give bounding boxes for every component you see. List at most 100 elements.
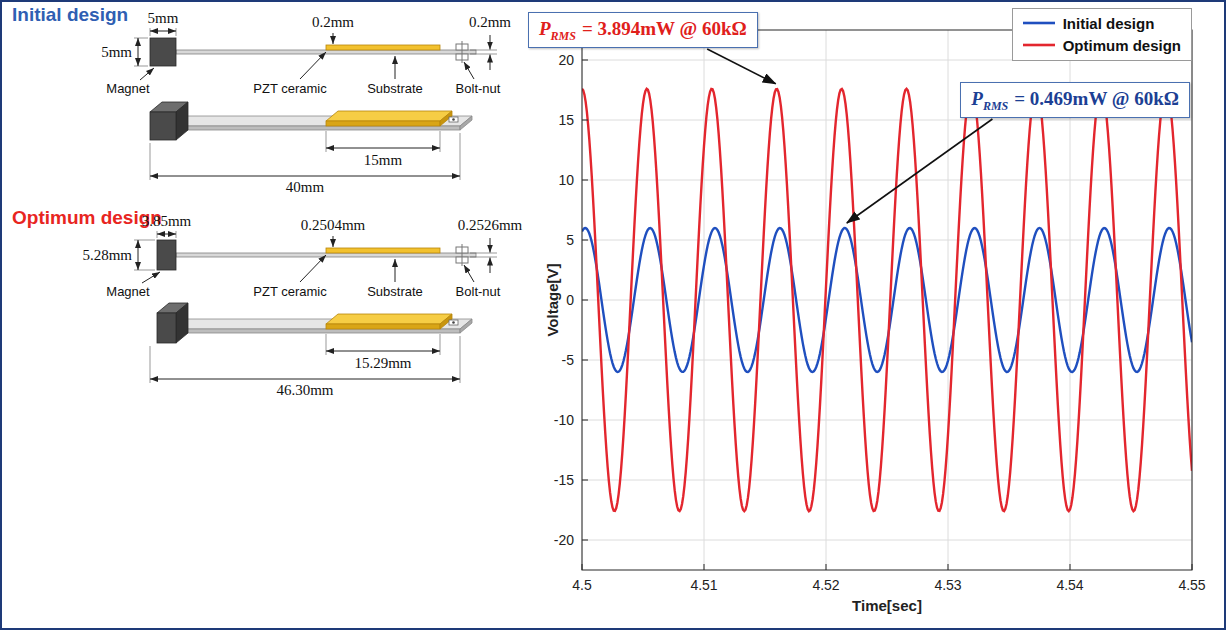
grid-line <box>582 420 1192 421</box>
tick-mark <box>582 540 588 541</box>
plot-frame <box>582 30 1192 570</box>
tick-mark <box>1192 564 1193 570</box>
legend-text: Optimum design <box>1063 37 1181 54</box>
dimension-label: 0.2mm <box>469 14 511 31</box>
initial-cantilever <box>150 33 497 180</box>
callout-text: RMS <box>983 99 1008 113</box>
dimension-line <box>138 240 139 270</box>
optimum-cantilever <box>134 231 497 383</box>
callout-text: = 0.469mW @ 60kΩ <box>1014 88 1179 109</box>
grid-line <box>582 180 1192 181</box>
dimension-line <box>138 38 139 66</box>
tick-label: 4.53 <box>934 577 961 593</box>
section-title: Optimum design <box>12 207 162 229</box>
plot-area <box>582 30 1192 570</box>
tick-mark <box>582 420 588 421</box>
legend-line <box>1021 18 1057 28</box>
tick-label: -10 <box>554 412 574 428</box>
tick-mark <box>582 120 588 121</box>
legend-line <box>1021 40 1057 50</box>
dimension-label: 3.85mm <box>142 213 192 230</box>
extension-line <box>134 240 155 241</box>
extension-line <box>134 66 148 67</box>
tick-label: -5 <box>562 352 574 368</box>
magnet-end <box>176 303 188 343</box>
axis-title: Time[sec] <box>852 597 922 614</box>
tick-mark <box>582 564 583 570</box>
tick-label: 20 <box>558 52 574 68</box>
tick-mark <box>582 180 588 181</box>
power-callout: PRMS = 3.894mW @ 60kΩ <box>528 12 758 48</box>
part-label: PZT ceramic <box>253 81 326 96</box>
tick-label: 4.51 <box>690 577 717 593</box>
part-label: Bolt-nut <box>456 81 501 96</box>
dimension-label: 0.2mm <box>312 14 354 31</box>
dimension-line <box>150 31 176 32</box>
voltage-curve <box>582 89 1192 511</box>
extension-line <box>176 28 177 36</box>
dimension-label: 5mm <box>101 44 132 61</box>
dimension-label: 40mm <box>286 179 324 196</box>
grid-line <box>582 120 1192 121</box>
callout-arrow <box>847 119 993 223</box>
tick-label: 10 <box>558 172 574 188</box>
tick-mark <box>582 360 588 361</box>
tick-mark <box>582 60 1192 570</box>
magnet-side <box>150 38 176 66</box>
callout-arrow <box>707 49 992 223</box>
tick-mark <box>1070 564 1071 570</box>
tick-mark <box>582 480 588 481</box>
part-label: Magnet <box>106 81 149 96</box>
dimension-label: 46.30mm <box>276 382 333 399</box>
part-label: Substrate <box>367 81 423 96</box>
dimension-label: 0.2504mm <box>301 217 366 234</box>
magnet-front <box>157 313 176 343</box>
legend-text: Initial design <box>1063 15 1155 32</box>
part-label: Substrate <box>367 284 423 299</box>
tick-label: 4.54 <box>1056 577 1083 593</box>
dimension-label: 5mm <box>148 10 179 27</box>
callout-text: P <box>971 88 983 109</box>
grid-line <box>582 540 1192 541</box>
extension-line <box>134 270 155 271</box>
tick-label: 4.5 <box>572 577 591 593</box>
power-callout: PRMS = 0.469mW @ 60kΩ <box>960 82 1190 118</box>
callout-text: RMS <box>551 29 576 43</box>
grid-line <box>582 240 1192 241</box>
grid-line <box>582 30 1192 570</box>
tick-mark <box>948 564 949 570</box>
legend-entry: Initial design <box>1021 12 1181 34</box>
part-label: Bolt-nut <box>456 284 501 299</box>
legend-entry: Optimum design <box>1021 34 1181 56</box>
grid-line <box>582 300 1192 301</box>
part-label: Magnet <box>106 284 149 299</box>
callout-text: = 3.894mW @ 60kΩ <box>582 18 747 39</box>
initial-cantilever <box>134 28 497 180</box>
magnet-front <box>150 112 176 140</box>
callout-arrow <box>707 49 775 84</box>
tick-mark <box>582 240 588 241</box>
voltage-chart <box>582 30 1192 570</box>
leader-line <box>142 272 160 283</box>
tick-label: -15 <box>554 472 574 488</box>
magnet-side <box>157 240 176 270</box>
tick-label: 4.52 <box>812 577 839 593</box>
tick-mark <box>704 564 705 570</box>
legend-line <box>1023 22 1055 25</box>
dimension-label: 0.2526mm <box>458 217 523 234</box>
tick-mark <box>582 60 588 61</box>
optimum-cantilever <box>150 236 497 383</box>
tick-label: 5 <box>566 232 574 248</box>
magnet-end <box>176 102 188 140</box>
tick-mark <box>582 300 588 301</box>
chart-legend: Initial designOptimum design <box>1012 8 1192 61</box>
extension-line <box>150 28 151 36</box>
callout-text: P <box>539 18 551 39</box>
leader-line <box>140 68 154 80</box>
tick-label: 4.55 <box>1178 577 1205 593</box>
legend-line <box>1023 44 1055 47</box>
axis-title: Voltage[V] <box>544 263 561 336</box>
dimension-label: 15.29mm <box>354 355 411 372</box>
